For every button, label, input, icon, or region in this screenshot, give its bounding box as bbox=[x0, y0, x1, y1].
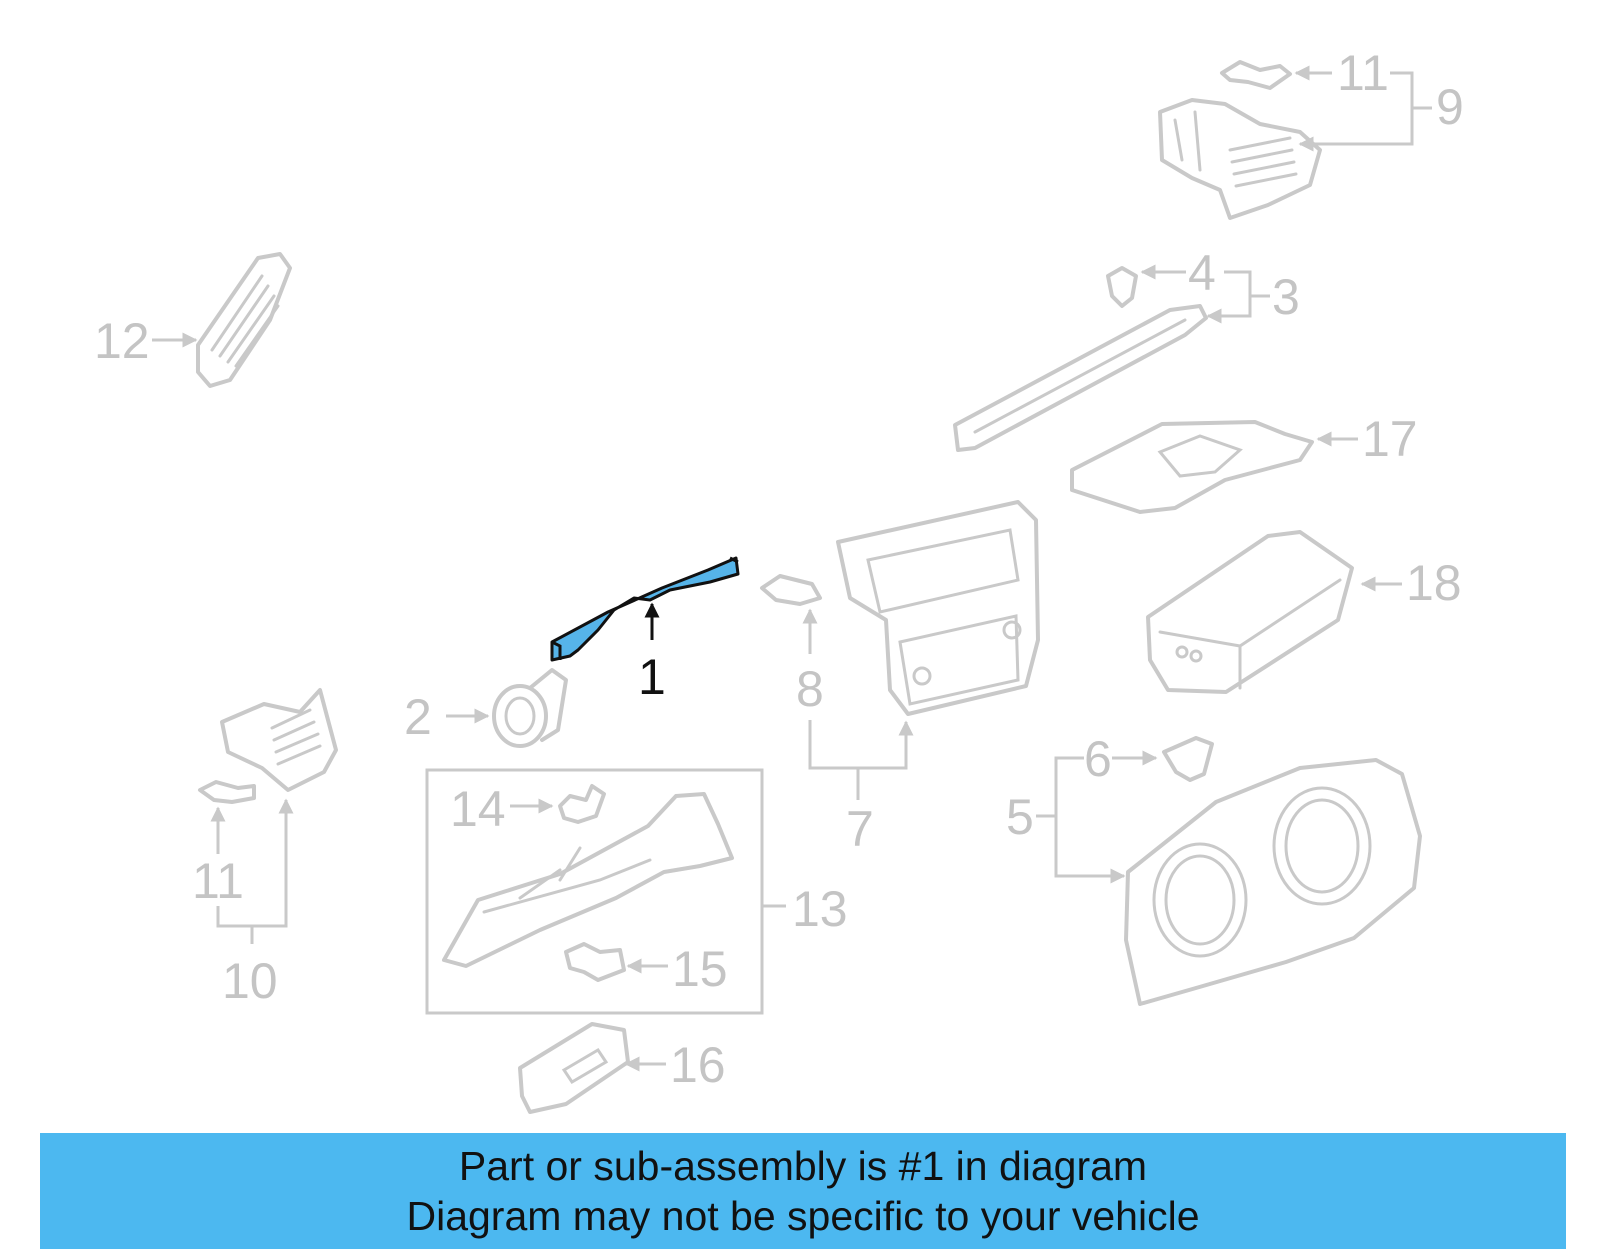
callout-10: 10 bbox=[222, 953, 278, 1009]
part-11-clip-top bbox=[1220, 60, 1292, 90]
leaders-5-6 bbox=[1036, 750, 1158, 884]
part-13-group-box bbox=[425, 768, 764, 1015]
part-11-clip-left bbox=[198, 780, 256, 804]
callout-11-left: 11 bbox=[192, 853, 244, 909]
callout-14: 14 bbox=[450, 781, 506, 837]
callout-9: 9 bbox=[1436, 79, 1464, 135]
callout-2: 2 bbox=[404, 689, 432, 745]
part-5-cluster-bezel bbox=[1124, 758, 1422, 1006]
part-3-trim-strip bbox=[953, 304, 1208, 452]
callout-5: 5 bbox=[1006, 789, 1034, 845]
callout-7: 7 bbox=[846, 801, 874, 857]
callout-12: 12 bbox=[94, 313, 150, 369]
part-7-center-bezel bbox=[836, 500, 1040, 716]
part-18-airbag-module bbox=[1146, 530, 1354, 694]
leaders-7-8 bbox=[802, 608, 914, 800]
banner-line-1: Part or sub-assembly is #1 in diagram bbox=[458, 1143, 1148, 1189]
callout-17: 17 bbox=[1362, 411, 1418, 467]
part-10-left-vent bbox=[220, 688, 338, 792]
callout-15: 15 bbox=[672, 941, 728, 997]
banner-line-2: Diagram may not be specific to your vehi… bbox=[406, 1193, 1200, 1239]
callout-4: 4 bbox=[1188, 245, 1216, 301]
part-1-highlighted-trim-bracket bbox=[550, 556, 740, 662]
leaders-10-11 bbox=[210, 798, 294, 944]
callout-16: 16 bbox=[670, 1037, 726, 1093]
part-9-air-vent bbox=[1158, 98, 1322, 220]
leaders-9-11 bbox=[1294, 65, 1432, 152]
callout-6: 6 bbox=[1084, 731, 1112, 787]
part-17-tray bbox=[1070, 420, 1314, 514]
leaders-13-14-15 bbox=[510, 798, 786, 974]
part-2-switch-ring bbox=[492, 668, 568, 748]
leaders-3-4 bbox=[1140, 264, 1270, 324]
callout-1: 1 bbox=[638, 649, 666, 705]
callout-11-top: 11 bbox=[1337, 45, 1389, 101]
part-8-clip bbox=[760, 574, 822, 606]
callout-18: 18 bbox=[1406, 555, 1462, 611]
part-6-clip bbox=[1162, 736, 1214, 782]
callout-8: 8 bbox=[796, 661, 824, 717]
callout-3: 3 bbox=[1272, 269, 1300, 325]
part-16-handle bbox=[518, 1022, 630, 1114]
part-12-side-vent bbox=[196, 252, 292, 388]
info-banner: Part or sub-assembly is #1 in diagram Di… bbox=[40, 1133, 1566, 1249]
part-4-clip bbox=[1106, 266, 1138, 308]
callout-13: 13 bbox=[792, 881, 848, 937]
